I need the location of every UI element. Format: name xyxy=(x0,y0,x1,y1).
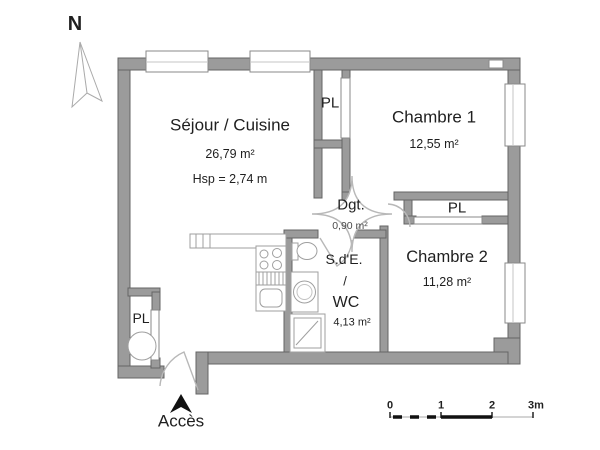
room-area-degagement: 0,90 m² xyxy=(332,219,368,232)
closet-label-top: PL xyxy=(320,94,340,112)
window-chambre1 xyxy=(504,83,526,147)
toilet-icon xyxy=(291,242,318,261)
room-label-sde-line1: S.d'E. xyxy=(325,251,363,267)
closet-label-entree: PL xyxy=(132,310,150,326)
wall-chambre1-west xyxy=(341,137,351,201)
shower-icon xyxy=(289,313,326,353)
scale-tick-0: 0 xyxy=(386,399,394,412)
doors xyxy=(159,175,411,391)
wall-sejour-east xyxy=(313,69,323,199)
wall-entry-stub xyxy=(195,351,209,395)
windows xyxy=(145,50,526,324)
wall-placard-entree-cap xyxy=(151,291,161,311)
wall-sde-north-a xyxy=(283,229,319,239)
scale-bar xyxy=(389,412,534,419)
wall-chambre1-south-b xyxy=(393,191,509,201)
room-ceiling-sejour: Hsp = 2,74 m xyxy=(192,171,268,186)
wall-left xyxy=(117,69,131,379)
door-star-degagement xyxy=(311,175,393,253)
room-label-sejour: Séjour / Cuisine xyxy=(169,115,291,135)
kitchen-counter xyxy=(189,233,287,249)
room-area-chambre1: 12,55 m² xyxy=(409,136,459,151)
room-label-sde-line3: WC xyxy=(332,294,360,311)
north-label: N xyxy=(67,13,83,35)
scale-tick-1: 1 xyxy=(437,399,445,412)
stove-icon xyxy=(255,245,287,273)
closet-doors xyxy=(150,77,483,361)
washing-machine-icon xyxy=(290,271,319,313)
door-sde-arc xyxy=(319,237,353,267)
room-area-chambre2: 11,28 m² xyxy=(422,274,472,289)
door-entry-arc xyxy=(159,351,199,391)
acces-arrow-icon xyxy=(170,394,192,413)
closet-door-placard2 xyxy=(413,216,483,225)
bathroom-fixtures xyxy=(127,242,326,361)
wall-notch xyxy=(488,59,504,69)
room-label-chambre2: Chambre 2 xyxy=(406,247,488,266)
wall-chambre1-west-stub xyxy=(341,69,351,79)
room-label-sde-line2: / xyxy=(343,273,347,289)
entrance-label: Accès xyxy=(157,411,205,431)
kitchen-fixtures xyxy=(189,233,287,312)
wall-chambre2-west xyxy=(379,225,389,353)
north-arrow-icon xyxy=(71,41,103,109)
room-label-chambre1: Chambre 1 xyxy=(391,107,477,127)
walls xyxy=(117,57,521,395)
room-label-degagement: Dgt. xyxy=(337,196,365,214)
room-area-sde: 4,13 m² xyxy=(333,316,371,329)
wall-bottom xyxy=(199,351,509,365)
wall-placard2-cap-right xyxy=(481,215,509,225)
closet-door-placard1 xyxy=(340,77,351,139)
scale-tick-3: 3m xyxy=(528,399,544,412)
room-area-sejour: 26,79 m² xyxy=(205,146,255,161)
water-heater-icon xyxy=(127,331,157,361)
door-chambre2-arc xyxy=(387,203,411,228)
scale-tick-2: 2 xyxy=(488,399,496,412)
sink-icon xyxy=(255,284,287,312)
window-chambre2 xyxy=(504,262,526,324)
closet-label-chambre2: PL xyxy=(447,199,467,217)
drainer-icon xyxy=(255,271,287,286)
